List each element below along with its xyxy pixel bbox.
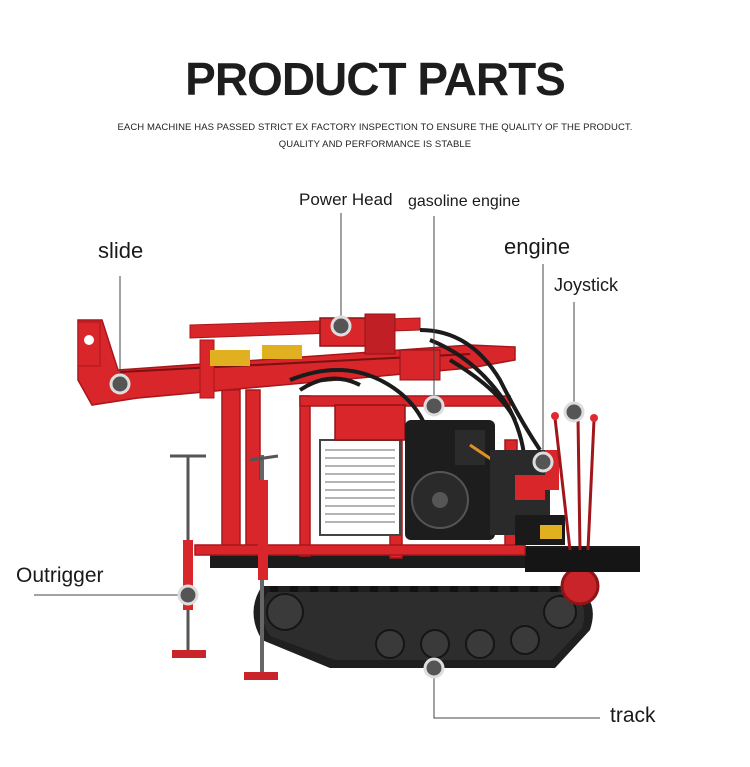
gasoline-engine [405, 420, 501, 540]
hydraulic-hoses [289, 328, 542, 471]
callout-gasoline-engine: gasoline engine [408, 193, 521, 210]
joystick-levers [553, 417, 596, 551]
outrigger-left [170, 454, 206, 658]
callout-engine: engine [504, 234, 571, 259]
subtitle-line-1: EACH MACHINE HAS PASSED STRICT EX FACTOR… [117, 122, 633, 133]
radiator [319, 404, 406, 536]
outrigger-right [244, 454, 279, 680]
callout-joystick: Joystick [554, 275, 619, 295]
idler-wheel [560, 566, 600, 606]
callout-outrigger: Outrigger [16, 564, 104, 587]
callout-slide: slide [98, 238, 144, 263]
page-title: PRODUCT PARTS [185, 53, 566, 105]
crawler-track [253, 586, 593, 668]
engine [490, 450, 565, 545]
callout-track: track [610, 704, 656, 727]
callout-leader-lines [34, 213, 600, 719]
subtitle-line-2: QUALITY AND PERFORMANCE IS STABLE [278, 139, 472, 150]
callout-power-head: Power Head [299, 190, 393, 209]
callout-markers [109, 315, 585, 679]
